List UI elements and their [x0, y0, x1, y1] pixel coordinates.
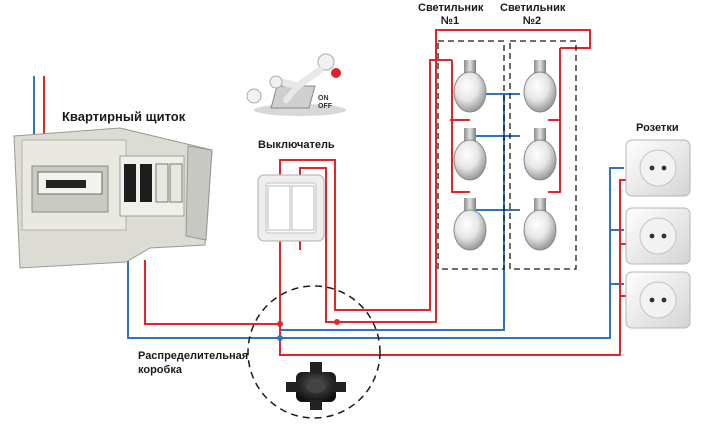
junction-dot	[334, 319, 340, 325]
lamp1-title: Светильник	[418, 2, 484, 14]
lamp1-label: Светильник №1	[418, 2, 484, 28]
neutral-socket1-wire	[609, 167, 624, 230]
socket	[625, 207, 691, 265]
sockets-label: Розетки	[636, 122, 679, 134]
lamp	[453, 128, 487, 181]
lamp-group-1-frame	[437, 40, 505, 270]
icon-off-text: OFF	[318, 103, 333, 110]
lamp-group-2-frame	[509, 40, 577, 270]
phase-switch-to-lamp2	[299, 29, 591, 323]
socket	[625, 139, 691, 197]
phase-panel-to-box	[144, 260, 280, 325]
panel-label: Квартирный щиток	[62, 109, 186, 124]
lamp2-title: Светильник	[500, 2, 566, 14]
lamp	[523, 60, 557, 113]
distribution-box-label-line2: коробка	[138, 364, 182, 376]
junction-dot	[277, 335, 283, 341]
lamp	[523, 198, 557, 251]
phase-switch-to-lamp1	[279, 59, 452, 311]
lamp2-number: №2	[522, 15, 542, 27]
distribution-box-zone	[247, 285, 381, 419]
apartment-panel	[13, 127, 213, 269]
lamp2-label: Светильник №2	[500, 2, 566, 28]
panel-door	[185, 145, 213, 241]
socket	[625, 271, 691, 329]
lamp1-number: №1	[440, 15, 460, 27]
neutral-socket2-wire	[609, 229, 624, 284]
neutral-main-wire	[127, 260, 624, 339]
lamp	[453, 60, 487, 113]
phase-main-wire	[279, 295, 636, 356]
double-switch	[257, 174, 325, 242]
junction-dot	[277, 321, 283, 327]
junction-dots	[277, 319, 340, 327]
junction-box-icon	[286, 362, 346, 410]
icon-on-text: ON	[318, 95, 329, 102]
distribution-box-label: Распределительная коробка	[138, 349, 248, 377]
switch-label: Выключатель	[258, 139, 335, 151]
lamp	[453, 198, 487, 251]
lamp	[523, 128, 557, 181]
distribution-box-label-line1: Распределительная	[138, 350, 249, 362]
switch-figure-icon: ON OFF	[246, 53, 346, 116]
phase-lamp1-chain	[451, 60, 470, 193]
